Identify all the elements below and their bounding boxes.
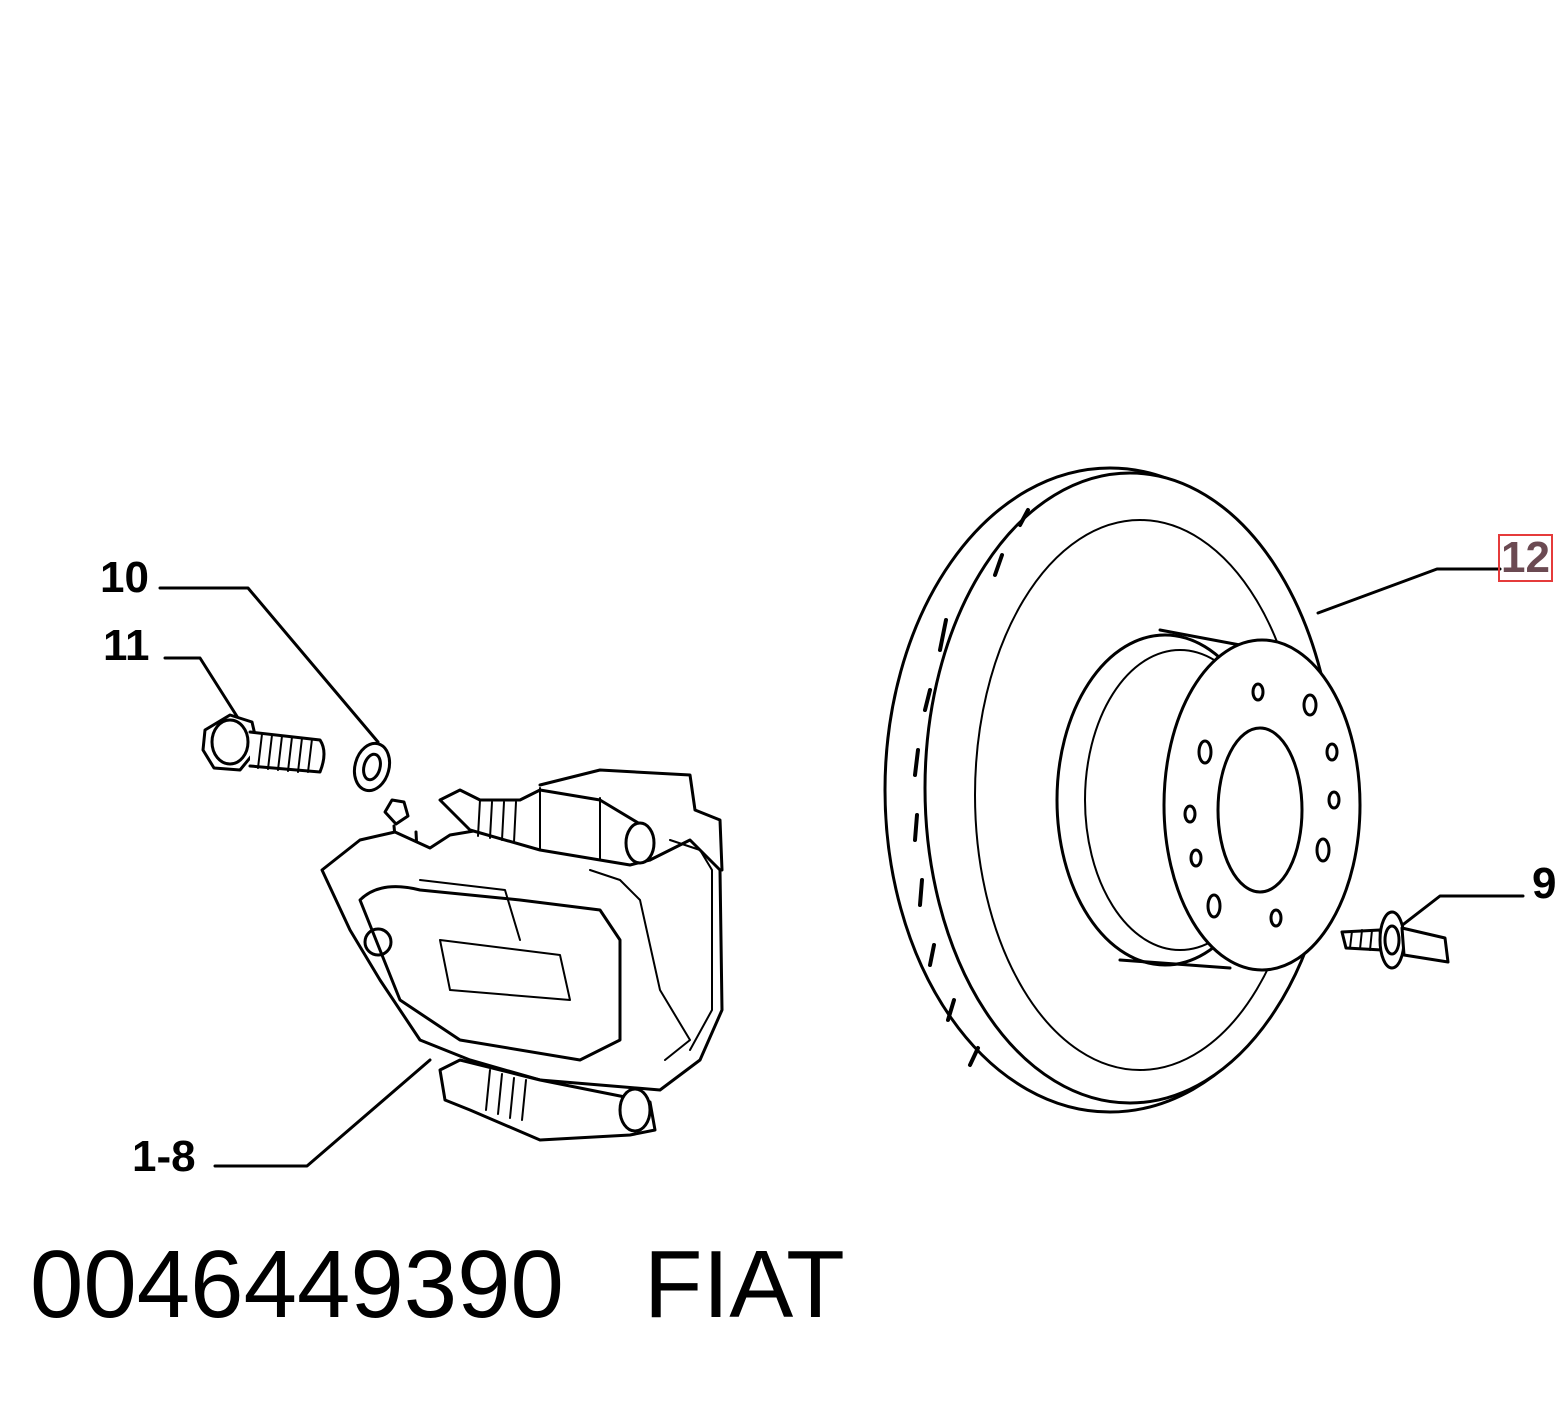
leader-1-8	[213, 1058, 432, 1168]
callout-1-8[interactable]: 1-8	[132, 1132, 196, 1181]
brake-disc-12	[883, 466, 1362, 1114]
brand-name: FIAT	[643, 1231, 845, 1338]
callout-9[interactable]: 9	[1532, 859, 1557, 908]
bolt-11	[201, 713, 326, 774]
part-caption: 0046449390 FIAT	[30, 1232, 845, 1338]
leader-9	[1394, 894, 1525, 932]
leader-12	[1316, 567, 1502, 615]
leader-lines	[158, 567, 1525, 1168]
leader-11	[163, 656, 240, 720]
screw-9	[1340, 910, 1450, 970]
washer-10	[352, 741, 392, 793]
leader-10	[158, 586, 380, 744]
caliper-1-8	[320, 768, 724, 1142]
callout-12[interactable]: 12	[1498, 534, 1553, 582]
callout-10[interactable]: 10	[100, 553, 149, 602]
part-number: 0046449390	[30, 1231, 564, 1338]
callout-11[interactable]: 11	[103, 621, 150, 670]
